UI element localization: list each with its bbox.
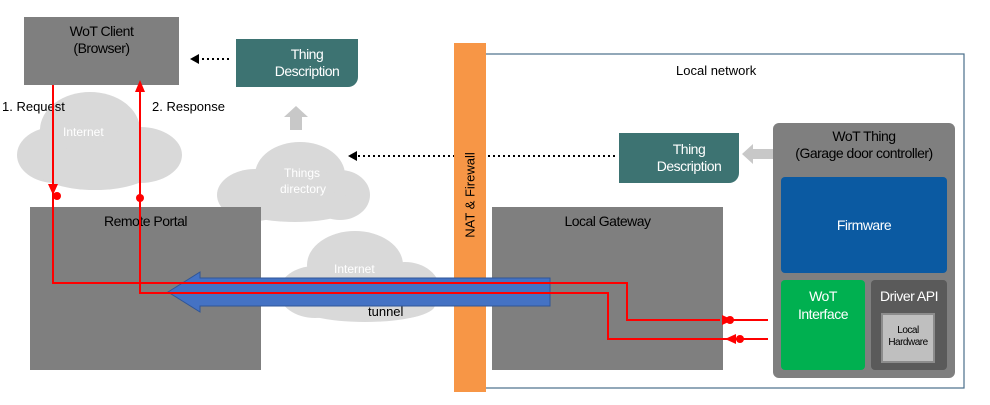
local-gateway-box: Local Gateway [492,207,723,370]
wot-interface-box: WoT Interface [781,280,865,370]
local-hardware-box: Local Hardware [881,313,935,363]
firmware-label: Firmware [836,217,892,233]
wot-client-subtitle: (Browser) [73,40,130,56]
local-network-label: Local network [676,63,757,78]
thing-description-top: Thing Description [236,39,358,87]
up-arrow-icon [284,106,308,130]
thing-description-right: Thing Description [619,133,739,183]
wot-interface-line2: Interface [798,306,848,322]
things-directory-line1: Things [284,166,321,180]
remote-portal-box: Remote Portal [30,207,261,370]
internet-bottom-label: Internet [334,262,375,276]
nat-firewall-bar: NAT & Firewall [454,43,486,392]
request-label: 1. Request [2,99,65,114]
firmware-box: Firmware [781,177,947,273]
dotted-arrow-top-head [190,54,199,64]
left-arrow-icon [742,144,773,164]
wot-thing-subtitle: (Garage door controller) [795,145,933,161]
wot-client-box: WoT Client (Browser) [24,17,179,85]
thing-description-top-line1: Thing [290,46,324,62]
things-directory-line2: directory [280,182,327,196]
remote-portal-label: Remote Portal [104,213,187,229]
thing-description-right-line2: Description [656,158,722,174]
local-hardware-line2: Hardware [888,337,928,348]
wot-thing-title: WoT Thing [832,128,896,144]
local-hardware-line1: Local [897,325,919,336]
response-label: 2. Response [152,99,225,114]
local-gateway-label: Local Gateway [564,213,651,229]
wot-thing-box: WoT Thing (Garage door controller) Firmw… [773,123,955,378]
dotted-arrow-directory-head [348,151,357,161]
driver-api-label: Driver API [879,288,939,304]
nat-firewall-label: NAT & Firewall [462,152,478,238]
tunnel-label: tunnel [368,304,404,319]
thing-description-right-line1: Thing [672,141,706,157]
thing-description-top-line2: Description [274,63,340,79]
wot-interface-line1: WoT [809,288,837,304]
driver-api-box: Driver API Local Hardware [871,280,947,370]
wot-client-title: WoT Client [69,23,134,39]
internet-top-label: Internet [63,125,104,139]
